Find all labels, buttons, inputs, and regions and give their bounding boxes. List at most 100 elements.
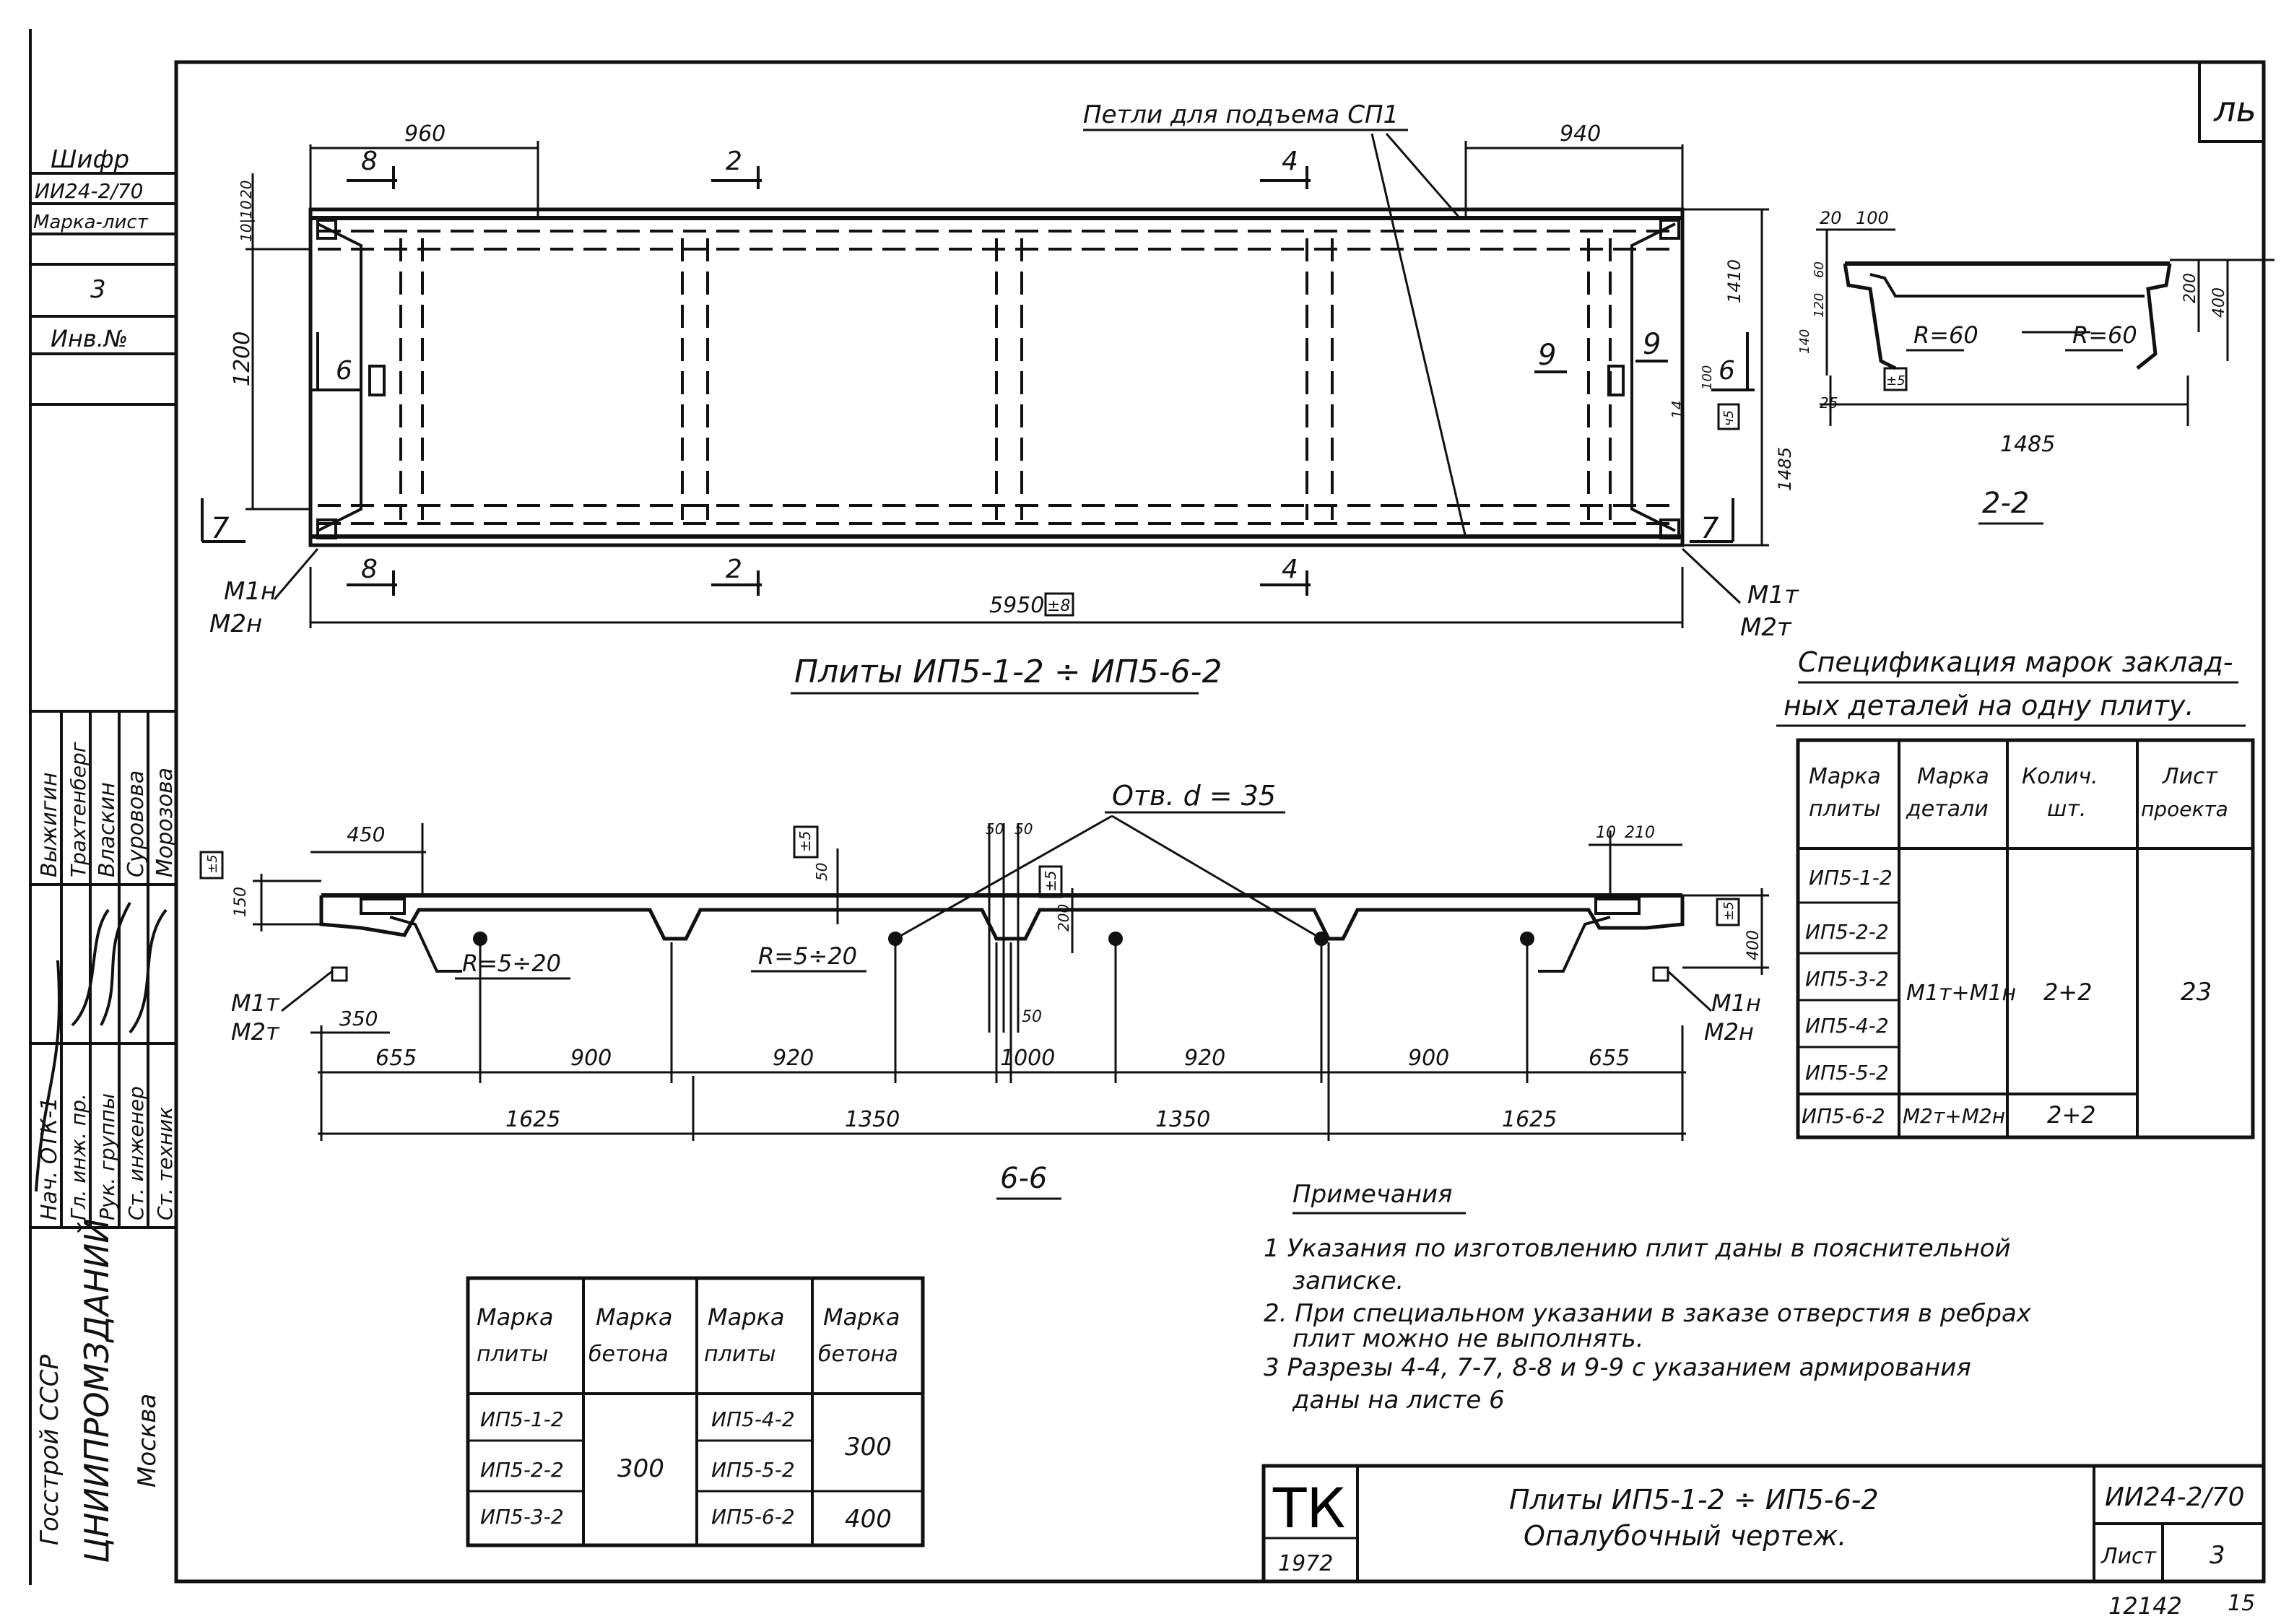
- section-2-2-r2: R=60: [2072, 321, 2137, 349]
- section-2-2-d140: 140: [1797, 329, 1812, 354]
- section-2-2-tol: ±5: [1886, 373, 1906, 388]
- dim-200: 200: [1055, 904, 1072, 932]
- side-stamp: Выжигин Трахтенберг Власкин Суровова Мор…: [32, 710, 178, 1563]
- dim-50d: 50: [1022, 1008, 1042, 1026]
- spec-qty-main: 2+2: [2043, 978, 2093, 1006]
- shifr-value: ИИ24-2/70: [35, 179, 144, 203]
- concrete-right-1: ИП5-4-2: [711, 1407, 795, 1431]
- r-label-left: R=5÷20: [462, 950, 561, 977]
- spec-title-1: Спецификация марок заклад-: [1798, 646, 2233, 678]
- loops-label: Петли для подъема СП1: [1083, 100, 1399, 129]
- spec-h2b: детали: [1906, 796, 1989, 822]
- handwritten-signatures: [35, 902, 168, 1192]
- role-4: Ст. инженер: [124, 1086, 148, 1220]
- notes-title: Примечания: [1292, 1180, 1453, 1209]
- section-2-2-r1: R=60: [1913, 321, 1978, 349]
- row1-6: 655: [1589, 1046, 1630, 1071]
- dim-150: 150: [232, 887, 250, 917]
- name-1: Выжигин: [37, 772, 62, 877]
- org-3: Москва: [133, 1394, 162, 1488]
- mark-7-right: 7: [1700, 512, 1719, 545]
- tol-right: ±5: [1721, 901, 1737, 921]
- concrete-left-grade: 300: [617, 1454, 664, 1483]
- dim-350: 350: [339, 1007, 378, 1030]
- spec-detail-main: М1т+М1н: [1906, 981, 2016, 1006]
- concrete-right-grade-bottom: 400: [845, 1505, 892, 1534]
- note-2: 2. При специальном указании в заказе отв…: [1264, 1299, 2032, 1328]
- spec-h3b: шт.: [2047, 796, 2086, 822]
- dim-960: 960: [404, 121, 446, 147]
- dim-5950-tol: ±8: [1047, 597, 1070, 615]
- tol-top-2: ±5: [1042, 871, 1059, 892]
- row1-1: 900: [570, 1046, 612, 1071]
- dim-1010: 10|10: [238, 200, 255, 242]
- dim-10: 10: [1596, 824, 1616, 842]
- mark-9-left: 9: [1538, 339, 1556, 372]
- note-2b: плит можно не выполнять.: [1292, 1324, 1644, 1353]
- embed-m2n-top: М2н: [209, 609, 262, 638]
- spec-sheet: 23: [2181, 978, 2212, 1007]
- dim-1410: 1410: [1724, 259, 1745, 303]
- role-1: Нач. ОТК-1: [37, 1097, 62, 1220]
- row1-0: 655: [375, 1046, 417, 1071]
- section-6-6-title: 6-6: [1000, 1162, 1047, 1195]
- spec-mark-3: ИП5-3-2: [1805, 967, 1889, 991]
- mark-4-top: 4: [1282, 147, 1298, 176]
- spec-mark-5: ИП5-5-2: [1805, 1061, 1889, 1085]
- embed-m1n-section: М1н: [1711, 989, 1761, 1017]
- mark-7-left: 7: [211, 512, 230, 545]
- spec-h1a: Марка: [1809, 764, 1881, 789]
- name-4: Суровова: [123, 770, 149, 877]
- title-line-1: Плиты ИП5-1-2 ÷ ИП5-6-2: [1509, 1484, 1879, 1516]
- note-1: 1 Указания по изготовлению плит даны в п…: [1264, 1234, 2011, 1263]
- tk-year: 1972: [1278, 1551, 1333, 1576]
- embed-m1t-section: М1т: [231, 989, 280, 1017]
- spec-mark-2: ИП5-2-2: [1805, 920, 1889, 944]
- row1-5: 900: [1408, 1046, 1449, 1071]
- concrete-h1a: Марка: [477, 1303, 553, 1331]
- dim-940: 940: [1560, 121, 1601, 147]
- row2-3: 1625: [1502, 1107, 1557, 1132]
- top-view: 960 940 1200 20 10|10 5950 ±8 1485 1410 …: [201, 100, 1799, 695]
- concrete-left-3: ИП5-3-2: [480, 1505, 564, 1529]
- row2-2: 1350: [1155, 1107, 1210, 1132]
- embed-m1n-top: М1н: [224, 577, 277, 606]
- concrete-h2b: бетона: [588, 1342, 669, 1367]
- concrete-h4a: Марка: [823, 1303, 900, 1331]
- mark-4-bottom: 4: [1282, 555, 1298, 584]
- section-2-2-d100: 100: [1856, 208, 1889, 228]
- dim-20: 20: [238, 181, 255, 199]
- spec-h1b: плиты: [1809, 796, 1880, 822]
- concrete-right-3: ИП5-6-2: [711, 1505, 795, 1529]
- tk-mark: ТК: [1272, 1476, 1345, 1540]
- row1-4: 920: [1184, 1046, 1225, 1071]
- note-3: 3 Разрезы 4-4, 7-7, 8-8 и 9-9 с указание…: [1264, 1353, 1971, 1382]
- dim-5950: 5950: [989, 593, 1044, 618]
- dim-1200: 1200: [230, 331, 255, 386]
- section-2-2-d200: 200: [2181, 273, 2199, 303]
- section-2-2-d60: 60: [1812, 261, 1827, 278]
- spec-mark-1: ИП5-1-2: [1809, 866, 1893, 890]
- section-2-2: 1485 R=60 R=60 400 200 20 100 60 120 140…: [1797, 208, 2275, 525]
- note-1b: записке.: [1292, 1267, 1404, 1295]
- sheet-label: Лист: [2100, 1544, 2158, 1569]
- org-1: Госстрой СССР: [35, 1355, 64, 1545]
- dim-400: 400: [1745, 930, 1763, 960]
- embed-m2t-top: М2т: [1740, 613, 1792, 642]
- mark-2-bottom: 2: [726, 555, 742, 584]
- doc-code: ИИ24-2/70: [2105, 1482, 2245, 1512]
- mark-2-top: 2: [726, 147, 742, 176]
- name-2: Трахтенберг: [66, 742, 90, 877]
- sheet-number: 3: [2210, 1541, 2225, 1570]
- slab-outline: [308, 207, 1685, 547]
- mark-8-bottom: 8: [361, 555, 378, 584]
- concrete-right-grade-top: 300: [845, 1433, 892, 1462]
- row1-2: 920: [773, 1046, 814, 1071]
- corner-box: [2198, 61, 2265, 143]
- inv-label: Инв.№: [51, 325, 128, 352]
- mark-6-left: 6: [336, 356, 352, 386]
- title-block: ТК 1972 Плиты ИП5-1-2 ÷ ИП5-6-2 Опалубоч…: [1261, 1464, 2266, 1584]
- tol-left: ±5: [205, 854, 220, 874]
- title-line-2: Опалубочный чертеж.: [1524, 1520, 1846, 1552]
- row1-3: 1000: [1000, 1046, 1055, 1071]
